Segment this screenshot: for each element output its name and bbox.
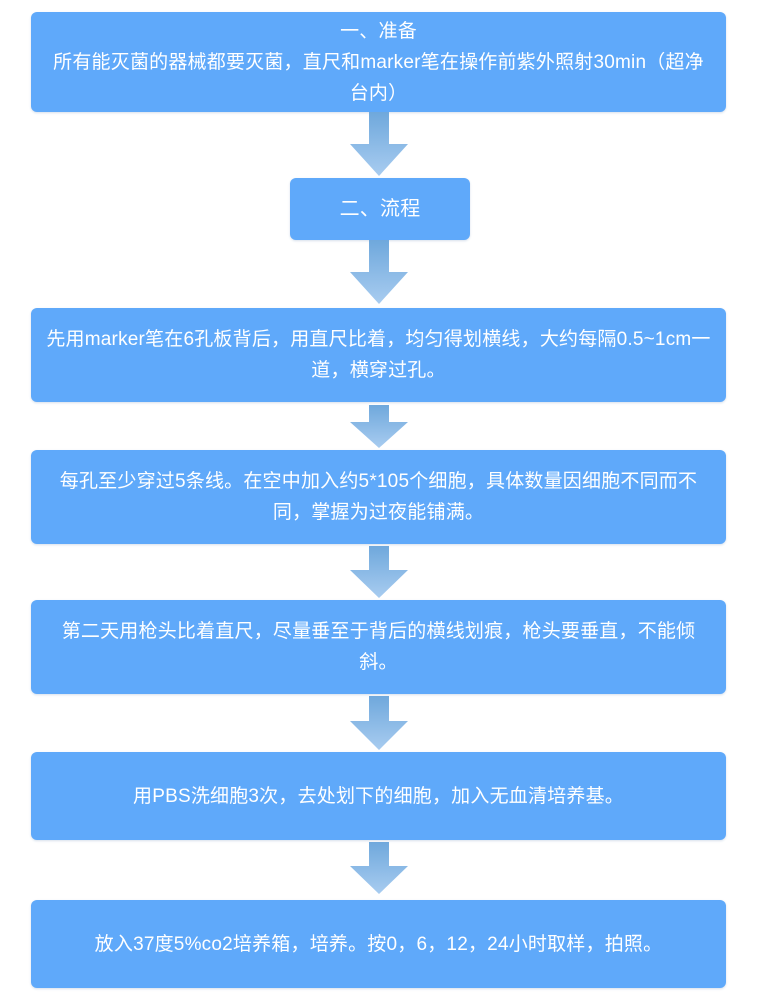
flow-node-prepare-label: 一、准备 所有能灭菌的器械都要灭菌，直尺和marker笔在操作前紫外照射30mi… [53, 20, 704, 104]
arrow-down-icon-3 [346, 402, 412, 450]
flow-node-step2[interactable]: 每孔至少穿过5条线。在空中加入约5*105个细胞，具体数量因细胞不同而不同，掌握… [31, 450, 726, 544]
arrow-down-icon-1 [346, 112, 412, 178]
flow-node-step1-label: 先用marker笔在6孔板背后，用直尺比着，均匀得划横线，大约每隔0.5~1cm… [46, 329, 711, 381]
flow-node-step5[interactable]: 放入37度5%co2培养箱，培养。按0，6，12，24小时取样，拍照。 [31, 900, 726, 988]
arrow-down-icon-5 [346, 694, 412, 752]
flow-node-step3-label: 第二天用枪头比着直尺，尽量垂至于背后的横线划痕，枪头要垂直，不能倾斜。 [61, 621, 696, 673]
flow-node-process-label: 二、流程 [339, 197, 421, 220]
flow-node-step1[interactable]: 先用marker笔在6孔板背后，用直尺比着，均匀得划横线，大约每隔0.5~1cm… [31, 308, 726, 402]
flow-node-step4-label: 用PBS洗细胞3次，去处划下的细胞，加入无血清培养基。 [133, 785, 624, 807]
arrow-down-icon-4 [346, 544, 412, 600]
flow-node-step2-label: 每孔至少穿过5条线。在空中加入约5*105个细胞，具体数量因细胞不同而不同，掌握… [59, 471, 698, 523]
flow-node-step4[interactable]: 用PBS洗细胞3次，去处划下的细胞，加入无血清培养基。 [31, 752, 726, 840]
flow-node-prepare[interactable]: 一、准备 所有能灭菌的器械都要灭菌，直尺和marker笔在操作前紫外照射30mi… [31, 12, 726, 112]
flow-node-step5-label: 放入37度5%co2培养箱，培养。按0，6，12，24小时取样，拍照。 [94, 933, 663, 955]
flow-node-process[interactable]: 二、流程 [290, 178, 470, 240]
flow-node-step3[interactable]: 第二天用枪头比着直尺，尽量垂至于背后的横线划痕，枪头要垂直，不能倾斜。 [31, 600, 726, 694]
arrow-down-icon-2 [346, 240, 412, 306]
arrow-down-icon-6 [346, 840, 412, 896]
